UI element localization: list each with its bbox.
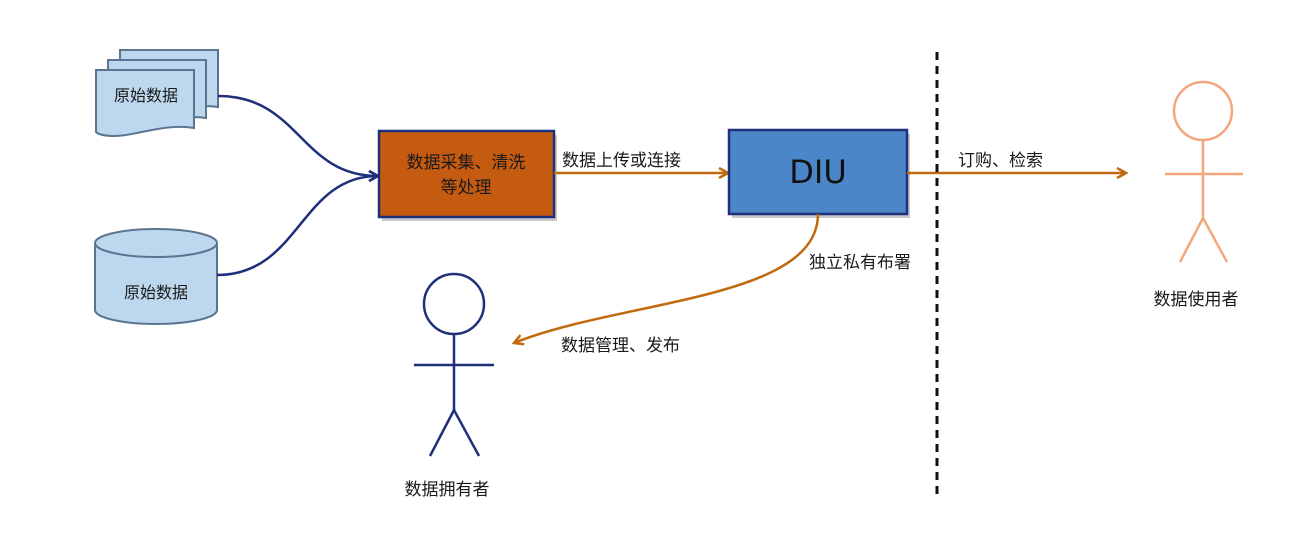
database-top bbox=[94, 228, 218, 258]
edge-diu-to-owner bbox=[514, 213, 820, 343]
data-user-leg-left bbox=[1178, 217, 1205, 263]
edge-docs-to-collect bbox=[217, 94, 378, 176]
data-user-label: 数据使用者 bbox=[1154, 289, 1239, 310]
data-user-figure bbox=[1165, 80, 1243, 263]
data-user-leg-right bbox=[1201, 217, 1229, 263]
collect-box-rect bbox=[377, 129, 556, 219]
data-owner-leg-left bbox=[428, 409, 456, 457]
data-owner-figure bbox=[414, 272, 494, 457]
edge-private-deploy-label: 独立私有布署 bbox=[809, 253, 911, 273]
collect-box-label-line1: 数据采集、清洗 bbox=[407, 153, 526, 173]
document-sheet-front bbox=[95, 69, 195, 138]
data-user-head bbox=[1172, 80, 1234, 142]
raw-data-database: 原始数据 bbox=[94, 228, 218, 325]
raw-data-documents-label: 原始数据 bbox=[114, 86, 178, 105]
edge-db-to-collect bbox=[216, 176, 378, 277]
raw-data-documents: 原始数据 bbox=[95, 49, 219, 138]
database-body bbox=[94, 243, 218, 325]
diu-box-label: DIU bbox=[789, 153, 847, 191]
data-owner-label: 数据拥有者 bbox=[405, 480, 490, 500]
edge-manage-label: 数据管理、发布 bbox=[561, 336, 680, 356]
diu-box: DIU bbox=[727, 128, 910, 218]
collect-process-box: 数据采集、清洗 等处理 bbox=[377, 129, 557, 221]
collect-box-label-line2: 等处理 bbox=[441, 178, 492, 198]
data-owner-leg-right bbox=[452, 409, 481, 457]
raw-data-database-label: 原始数据 bbox=[124, 283, 188, 302]
edge-upload-label: 数据上传或连接 bbox=[562, 151, 681, 171]
data-owner-head bbox=[422, 272, 486, 336]
edge-subscribe-label: 订购、检索 bbox=[958, 151, 1043, 171]
